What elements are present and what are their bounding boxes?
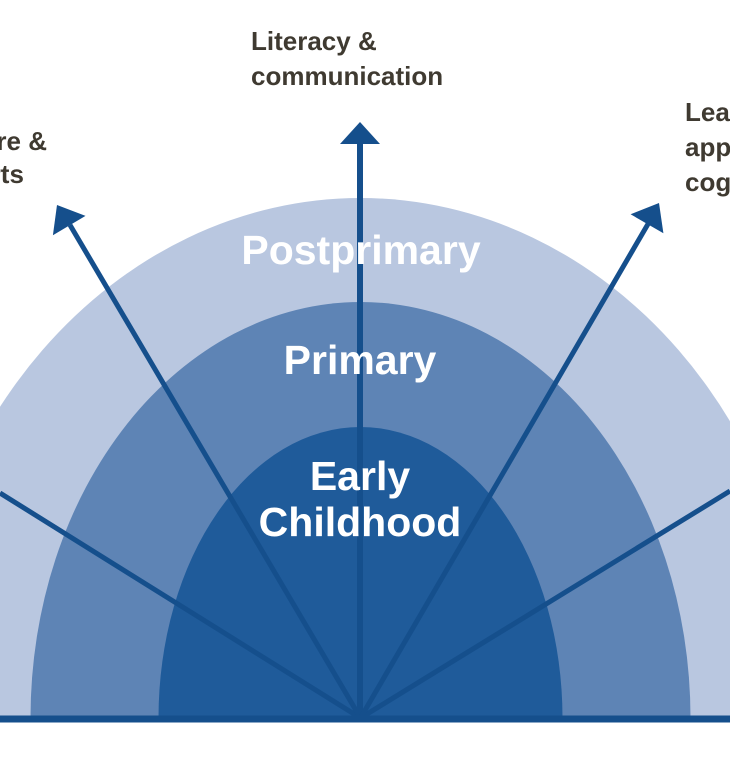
- ring-label-postprimary: Postprimary: [241, 230, 480, 271]
- baseline: [0, 715, 730, 723]
- ring-label-text: Primary: [283, 337, 437, 383]
- arrow-label-line1: Culture &: [0, 126, 47, 156]
- ring-label-text: Postprimary: [241, 227, 481, 273]
- ring-label-early-childhood: Early Childhood: [259, 453, 462, 545]
- arrowhead-top-icon: [340, 122, 380, 144]
- arrow-label-line2: communication: [251, 61, 444, 91]
- arrow-label-line1: Learning: [685, 97, 730, 127]
- arrow-label-line2: approaches &: [685, 132, 730, 162]
- arrow-label-line2: the arts: [0, 159, 24, 189]
- arrowhead-upper-left-icon: [52, 205, 86, 236]
- arrow-label-line1: Literacy &: [251, 26, 377, 56]
- bottom-whitespace: [0, 722, 730, 768]
- arrowhead-upper-right-icon: [630, 203, 664, 234]
- arrow-label-culture-and-the-arts: Culture & the arts: [0, 125, 47, 191]
- ring-label-primary: Primary: [284, 340, 437, 381]
- arrow-shaft-upper-right: [358, 222, 651, 720]
- arrow-label-learning-approaches-and-cognition: Learning approaches & cognition: [685, 95, 730, 200]
- ray-left-shallow: [0, 490, 362, 721]
- ring-label-text-line2: Childhood: [258, 499, 462, 545]
- arrow-shaft-upper-left: [67, 223, 363, 720]
- ray-right-shallow: [359, 488, 730, 721]
- arrow-label-literacy-and-communication: Literacy & communication: [251, 24, 443, 94]
- ring-label-text-line1: Early: [309, 453, 411, 499]
- arrow-label-line3: cognition: [685, 167, 730, 197]
